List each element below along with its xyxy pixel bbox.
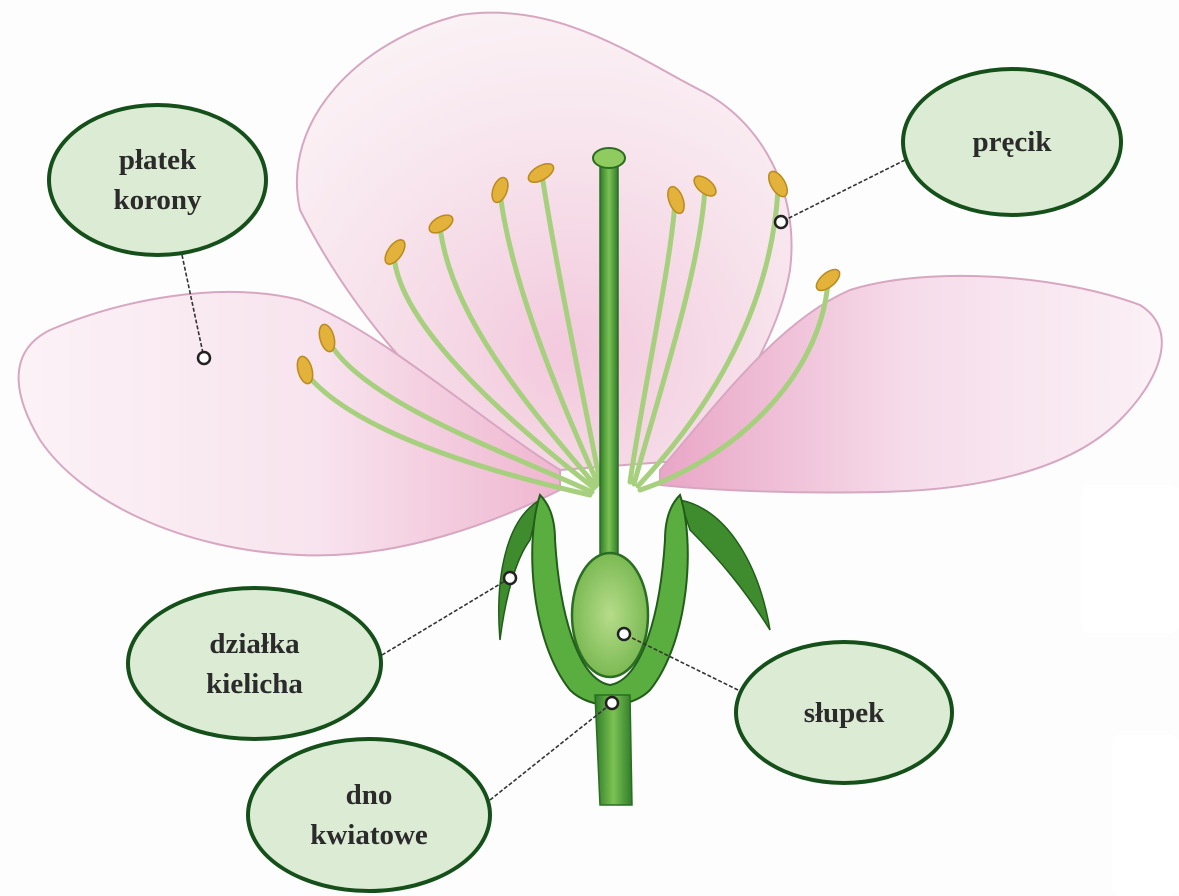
white-block-upper — [1082, 485, 1179, 633]
stem — [594, 694, 633, 806]
label-sepal: działka kielicha — [126, 586, 383, 741]
label-petal-line2: korony — [113, 184, 202, 216]
leader-lines — [181, 159, 906, 801]
label-stamen: pręcik — [901, 67, 1123, 217]
white-block-lower — [1112, 735, 1179, 896]
label-sepal-line1: działka — [209, 627, 300, 660]
label-pistil-line1: słupek — [803, 696, 885, 729]
petal-right — [659, 274, 1163, 494]
label-pistil: słupek — [734, 640, 954, 785]
pistil-style — [599, 159, 619, 561]
label-petal-line1: płatek — [118, 144, 197, 176]
receptacle-cup — [531, 493, 689, 706]
label-sepal-line2: kielicha — [206, 667, 303, 700]
label-receptacle-line2: kwiatowe — [310, 819, 428, 851]
pointer-dots — [196, 214, 789, 711]
sepal-right — [678, 499, 771, 631]
label-receptacle: dno kwiatowe — [246, 737, 492, 893]
ovary — [570, 551, 650, 679]
label-stamen-line1: pręcik — [972, 126, 1052, 158]
petal-left — [17, 290, 561, 557]
anthers — [296, 162, 841, 385]
sepal-left — [498, 498, 542, 641]
label-petal: płatek korony — [47, 103, 268, 257]
label-receptacle-line1: dno — [345, 779, 393, 811]
stigma — [592, 147, 626, 169]
stamens — [302, 172, 831, 498]
